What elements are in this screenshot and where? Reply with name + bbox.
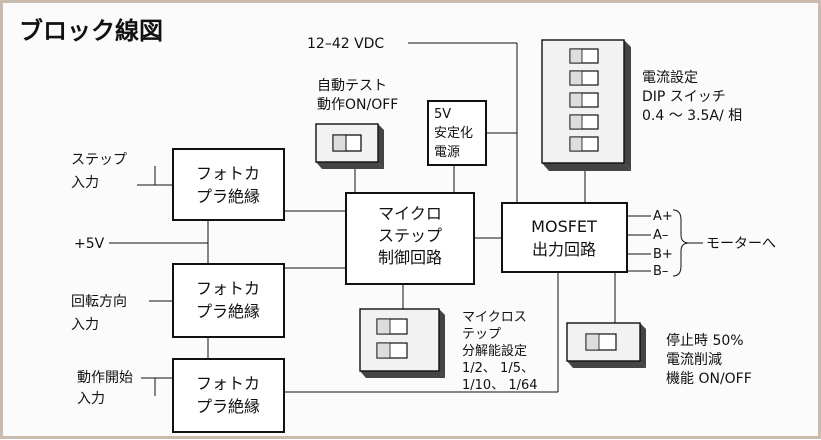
phase-label-a-minus: A– (653, 228, 668, 243)
micro-line1: マイクロ (378, 204, 442, 223)
enable-input-label-2: 入力 (77, 391, 105, 407)
idle-reduction-label-2: 電流削減 (666, 351, 722, 368)
photo2-box (172, 263, 285, 338)
idle-reduction-switch (566, 322, 646, 368)
mosfet-box (501, 202, 628, 273)
microstep-switch (359, 308, 445, 378)
auto-test-label-1: 自動テスト (317, 78, 387, 94)
micro-box (345, 192, 475, 285)
microstep-label-5: 1/10、 1/64 (462, 378, 538, 393)
microstep-label-4: 1/2、 1/5、 (462, 361, 534, 376)
direction-input-label-1: 回転方向 (71, 294, 127, 310)
step-input-label-2: 入力 (71, 175, 99, 191)
direction-input-label-2: 入力 (71, 317, 99, 333)
idle-reduction-label-1: 停止時 50% (666, 332, 744, 349)
current-dip-switch (541, 39, 631, 171)
current-dip-label-3: 0.4 ～ 3.5A/ 相 (642, 108, 742, 124)
block-photo3: フォトカ プラ絶縁 (172, 358, 285, 433)
block-regulator: 5V 安定化 電源 (427, 100, 487, 166)
microstep-label-3: 分解能設定 (462, 343, 527, 359)
current-dip-label-2: DIP スイッチ (642, 89, 726, 105)
block-mosfet: MOSFET 出力回路 (501, 202, 628, 273)
block-photo2: フォトカ プラ絶縁 (172, 263, 285, 338)
block-photo1: フォトカ プラ絶縁 (172, 148, 285, 221)
connection-lines (109, 42, 703, 396)
block-micro: マイクロ ステップ 制御回路 (345, 192, 475, 285)
plus5-label: +5V (74, 236, 105, 252)
phase-label-b-plus: B+ (653, 247, 673, 262)
diagram-title: ブロック線図 (19, 17, 163, 45)
phase-label-b-minus: B– (653, 264, 668, 279)
regulator-box (427, 100, 487, 166)
to-motor-label: モーターへ (706, 236, 776, 252)
auto-test-switch (315, 123, 384, 169)
photo3-line2: プラ絶縁 (196, 397, 260, 416)
mosfet-line1: MOSFET (531, 217, 597, 236)
photo3-box (172, 358, 285, 433)
microstep-label-1: マイクロス (462, 310, 527, 325)
micro-line3: 制御回路 (378, 248, 442, 267)
photo3-line1: フォトカ (196, 374, 260, 393)
photo1-box (172, 148, 285, 221)
phase-label-a-plus: A+ (653, 209, 673, 224)
auto-test-label-2: 動作ON/OFF (317, 97, 398, 113)
enable-input-label-1: 動作開始 (77, 370, 133, 386)
regulator-line2: 安定化 (434, 126, 473, 141)
photo1-line2: プラ絶縁 (196, 187, 260, 206)
idle-reduction-label-3: 機能 ON/OFF (666, 371, 752, 387)
step-input-label-1: ステップ (71, 152, 127, 168)
regulator-line3: 電源 (434, 145, 460, 160)
micro-line2: ステップ (378, 226, 442, 245)
photo2-line2: プラ絶縁 (196, 302, 260, 321)
current-dip-label-1: 電流設定 (642, 70, 698, 86)
regulator-line1: 5V (434, 107, 451, 122)
power-label: 12–42 VDC (307, 36, 384, 52)
photo1-line1: フォトカ (196, 164, 260, 183)
microstep-label-2: テップ (462, 327, 501, 342)
mosfet-line2: 出力回路 (532, 240, 596, 259)
block-diagram: ブロック線図 (19, 17, 776, 433)
photo2-line1: フォトカ (196, 279, 260, 298)
current-dip-toggles (569, 48, 599, 152)
output-brace (672, 209, 690, 277)
